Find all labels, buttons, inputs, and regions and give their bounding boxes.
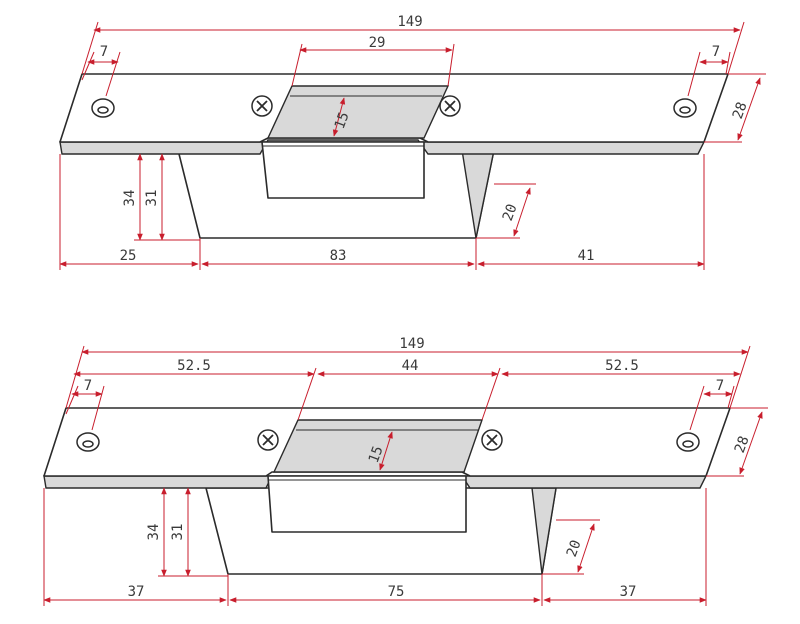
top-tongue xyxy=(261,141,425,199)
bottom-screw-right-icon xyxy=(481,429,503,451)
top-mount-hole-right-inner xyxy=(679,106,691,114)
bottom-dim-bottom-mid: 75 xyxy=(388,584,405,600)
top-dim-bottom-left: 25 xyxy=(120,248,137,264)
bottom-mount-hole-left-inner xyxy=(82,440,94,448)
bottom-tongue xyxy=(267,475,467,533)
top-dim-plate-height: 28 xyxy=(730,100,751,121)
bottom-dim-slot-width: 44 xyxy=(402,358,419,374)
bottom-strike-plate xyxy=(43,407,731,575)
bottom-dim-total-length: 149 xyxy=(399,336,424,352)
top-dim-slot-width: 29 xyxy=(369,35,386,51)
top-dim-height-outer: 34 xyxy=(122,190,138,207)
top-dim-total-length: 149 xyxy=(397,14,422,30)
bottom-mount-hole-right-inner xyxy=(682,440,694,448)
bottom-dim-right-depth: 20 xyxy=(564,538,585,559)
top-dim-bottom-mid: 83 xyxy=(330,248,347,264)
top-dimensions: 149 29 7 7 28 15 34 31 20 xyxy=(59,14,766,270)
top-dim-depth: 15 xyxy=(332,110,353,131)
top-screw-right-icon xyxy=(439,95,461,117)
bottom-dim-left-section: 52.5 xyxy=(177,358,211,374)
bottom-dim-right-section: 52.5 xyxy=(605,358,639,374)
top-mount-hole-left-inner xyxy=(97,106,109,114)
top-strike-plate xyxy=(59,73,729,239)
bottom-slot xyxy=(272,419,483,473)
top-slot xyxy=(266,85,450,139)
bottom-screw-left-icon xyxy=(257,429,279,451)
top-dim-bottom-right: 41 xyxy=(578,248,595,264)
bottom-dim-plate-height: 28 xyxy=(732,434,753,455)
bottom-dim-height-inner: 31 xyxy=(170,524,186,541)
top-screw-left-icon xyxy=(251,95,273,117)
top-plate-edge xyxy=(59,139,706,155)
bottom-dim-bottom-right: 37 xyxy=(620,584,637,600)
bottom-dim-height-outer: 34 xyxy=(146,524,162,541)
top-dim-right-edge: 7 xyxy=(712,44,720,60)
bottom-dim-bottom-left: 37 xyxy=(128,584,145,600)
top-dim-left-edge: 7 xyxy=(100,44,108,60)
bottom-dimensions: 149 52.5 44 52.5 7 7 28 15 34 31 xyxy=(43,336,768,606)
top-dim-right-depth: 20 xyxy=(500,202,521,223)
bottom-dim-left-edge: 7 xyxy=(84,378,92,394)
bottom-dim-right-edge: 7 xyxy=(716,378,724,394)
bottom-dim-depth: 15 xyxy=(366,444,387,465)
top-dim-height-inner: 31 xyxy=(144,190,160,207)
